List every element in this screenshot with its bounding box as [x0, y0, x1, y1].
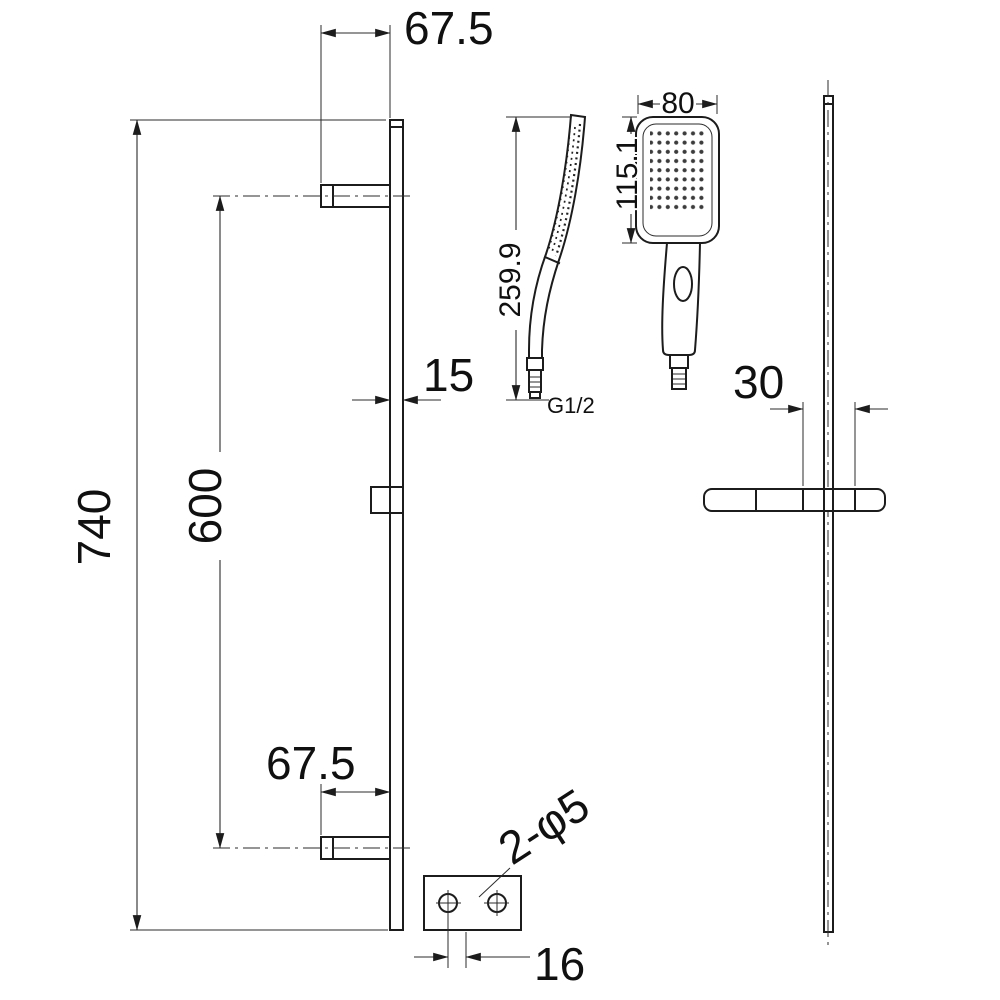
- dim-bracket-centers-label: 600: [179, 468, 231, 545]
- rail-front-view: [213, 119, 412, 931]
- dim-bottom-offset-label: 67.5: [266, 737, 356, 789]
- handset-front-view: [635, 116, 720, 390]
- dim-holder-width-label: 30: [733, 356, 784, 408]
- dim-head-height: 115.1: [609, 116, 646, 244]
- bracket-detail-view: 2-φ5 16: [414, 776, 600, 992]
- slider-holder-front: [370, 486, 404, 514]
- dim-overall-height-label: 740: [68, 489, 120, 566]
- slider-holder-side: [703, 488, 886, 512]
- dim-head-width-label: 80: [661, 87, 694, 120]
- handset-connector-front: [669, 354, 689, 369]
- dim-rail-width: 15: [352, 347, 476, 405]
- holes-callout-label: 2-φ5: [489, 778, 598, 874]
- dim-top-offset-label: 67.5: [404, 2, 494, 54]
- handset-side-outline: [528, 113, 587, 359]
- mode-button: [673, 266, 693, 302]
- dim-head-width: 80: [637, 85, 718, 122]
- rail-side-view: [703, 80, 886, 947]
- dim-holder-width: 30: [731, 354, 888, 486]
- handset-side-view: G1/2: [526, 113, 597, 420]
- dim-bracket-centers: 600: [177, 195, 233, 849]
- dim-rail-width-label: 15: [423, 349, 474, 401]
- handset-connector-side: [526, 357, 544, 371]
- dim-handset-length-label: 259.9: [494, 242, 527, 317]
- dim-top-offset: 67.5: [320, 0, 496, 183]
- spray-nozzle-grid: [650, 131, 707, 211]
- dim-handset-length: 259.9: [492, 116, 572, 401]
- holes-leader-line: [478, 867, 511, 898]
- thread-size-label: G1/2: [547, 393, 595, 418]
- dim-head-height-label: 115.1: [611, 138, 644, 211]
- dim-overall-height: 740: [66, 119, 388, 931]
- rail-body-front: [389, 119, 404, 931]
- dim-hole-offset-label: 16: [534, 938, 585, 990]
- dim-bottom-offset: 67.5: [264, 735, 391, 835]
